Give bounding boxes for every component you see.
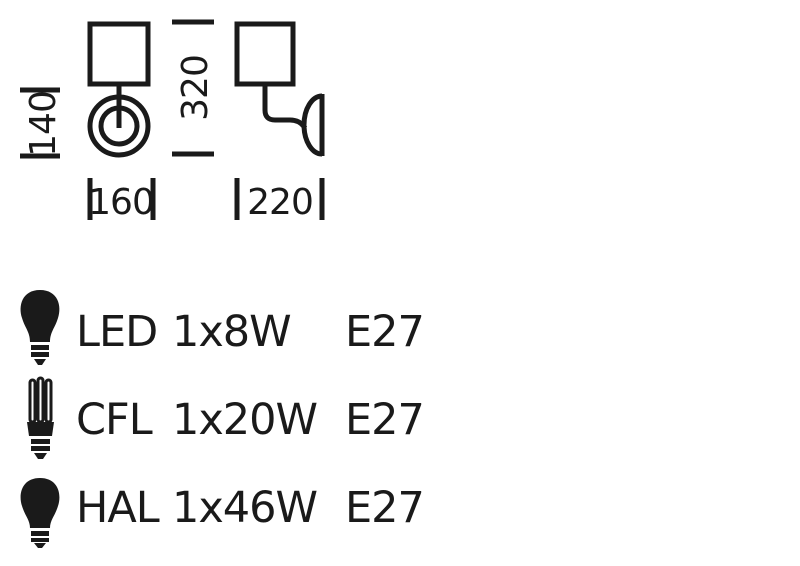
width-label: 160 (88, 182, 154, 223)
front-view-drawing (87, 21, 151, 158)
bulb-row-halogen: HAL 1x46W E27 (20, 478, 425, 548)
dimension-height: 320 (172, 19, 216, 157)
bulb-type-label: HAL (76, 483, 160, 533)
bulb-power-label: 1x46W (172, 483, 318, 533)
bulb-socket-label: E27 (345, 483, 424, 533)
side-view-arm (262, 84, 308, 130)
bulb-socket-label: E27 (345, 395, 424, 445)
bulb-socket-label: E27 (345, 307, 424, 357)
depth-front-label: 140 (23, 91, 64, 157)
side-view-drawing (234, 21, 325, 157)
bulb-row-cfl: CFL 1x20W E27 (27, 376, 425, 459)
bulb-power-label: 1x20W (172, 395, 318, 445)
bulb-row-led: LED 1x8W E27 (20, 290, 425, 365)
dimension-depth-side: 220 (234, 178, 325, 223)
depth-side-label: 220 (247, 182, 313, 223)
side-view-shade (234, 21, 296, 87)
dimension-depth-front: 140 (20, 87, 64, 159)
side-view-wall-mount (301, 93, 323, 157)
height-label: 320 (175, 55, 216, 121)
bulb-type-label: LED (76, 307, 157, 357)
dimension-width: 160 (87, 178, 156, 223)
front-view-shade (87, 21, 151, 87)
cfl-bulb-icon (27, 376, 54, 459)
halogen-bulb-icon (20, 478, 60, 548)
led-bulb-icon (20, 290, 60, 365)
bulb-power-label: 1x8W (172, 307, 291, 357)
bulb-type-label: CFL (76, 395, 153, 445)
